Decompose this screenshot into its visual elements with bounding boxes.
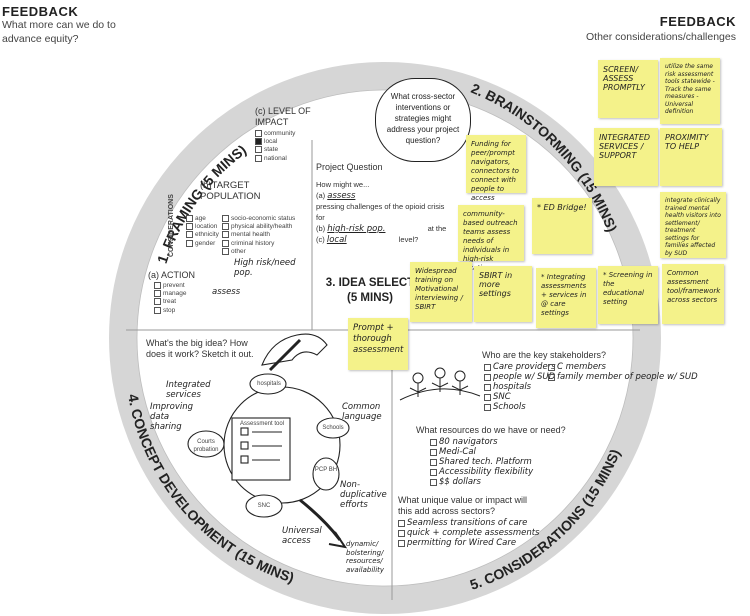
stakeholder-1[interactable]: Care providers xyxy=(484,362,556,372)
option-other[interactable]: other xyxy=(222,247,295,256)
option-state[interactable]: state xyxy=(255,146,325,154)
target-population-col1: age location ethnicity gender xyxy=(186,215,219,248)
idea-sticky[interactable]: Prompt + thorough assessment xyxy=(348,318,408,370)
target-population-col2: socio-economic status physical ability/h… xyxy=(222,215,295,256)
stakeholder-7[interactable]: family member of people w/ SUD xyxy=(548,372,698,382)
node-pcp: PCP BH xyxy=(314,467,338,473)
option-national[interactable]: national xyxy=(255,154,325,163)
option-age[interactable]: age xyxy=(186,215,219,223)
brainstorm-sticky-7[interactable]: * Screening in the educational setting xyxy=(598,266,658,324)
level-of-impact-title: (c) LEVEL OF IMPACT xyxy=(255,106,311,127)
value-1[interactable]: Seamless transitions of care xyxy=(398,518,539,528)
node-hospitals: hospitals xyxy=(257,381,281,387)
resources-list: 80 navigators Medi-Cal Shared tech. Plat… xyxy=(430,437,533,487)
option-ses[interactable]: socio-economic status xyxy=(222,215,295,223)
stakeholder-6[interactable]: C members xyxy=(548,362,698,372)
brainstorm-sticky-1[interactable]: Funding for peer/prompt navigators, conn… xyxy=(466,135,526,202)
stakeholders-col2: C members family member of people w/ SUD xyxy=(548,362,698,382)
concept-note-integrated: Integrated services xyxy=(166,380,211,400)
concept-note-universal: Universal access xyxy=(282,526,322,546)
stakeholders-question: Who are the key stakeholders? xyxy=(482,350,607,360)
pq-level-answer: local xyxy=(326,235,347,245)
stakeholders-col1: Care providers people w/ SUD hospitals S… xyxy=(484,362,556,412)
option-treat[interactable]: treat xyxy=(154,298,187,306)
resources-question: What resources do we have or need? xyxy=(416,425,566,435)
feedback-sticky-4[interactable]: PROXIMITY TO HELP xyxy=(660,128,722,186)
considerations-label: CONSIDERATIONS xyxy=(168,194,175,257)
concept-note-nonduplicative: Non-duplicative efforts xyxy=(340,480,387,510)
value-list: Seamless transitions of care quick + com… xyxy=(398,518,539,548)
option-location[interactable]: location xyxy=(186,223,219,231)
option-ethnicity[interactable]: ethnicity xyxy=(186,231,219,239)
concept-note-data-sharing: Improving data sharing xyxy=(150,402,194,432)
stakeholder-3[interactable]: hospitals xyxy=(484,382,556,392)
idea-select-title: 3. IDEA SELECT (5 MINS) xyxy=(325,277,415,304)
target-population-note: High risk/need pop. xyxy=(234,258,296,278)
option-manage[interactable]: manage xyxy=(154,290,187,298)
feedback-right-title: FEEDBACK xyxy=(659,14,736,29)
pq-line1: How might we... xyxy=(316,180,370,189)
feedback-left-subtitle: What more can we do to advance equity? xyxy=(2,19,116,45)
node-schools: Schools xyxy=(322,425,344,431)
pq-line3: pressing challenges of the opioid crisis… xyxy=(316,202,445,222)
resource-1[interactable]: 80 navigators xyxy=(430,437,533,447)
concept-sketch xyxy=(187,333,350,549)
wheel-ring xyxy=(109,62,661,614)
stakeholder-sketch xyxy=(399,367,481,401)
value-question: What unique value or impact will this ad… xyxy=(398,495,528,516)
brainstorm-sticky-6[interactable]: * Integrating assessments + services in … xyxy=(536,268,596,328)
action-note: assess xyxy=(212,287,241,297)
resource-4[interactable]: Accessibility flexibility xyxy=(430,467,533,477)
option-mental[interactable]: mental health xyxy=(222,231,295,239)
option-local[interactable]: local xyxy=(255,138,325,146)
value-3[interactable]: permitting for Wired Care xyxy=(398,538,539,548)
option-community[interactable]: community xyxy=(255,130,325,138)
brainstorm-prompt-bubble: What cross-sector interventions or strat… xyxy=(375,78,471,162)
feedback-sticky-1[interactable]: SCREEN/ ASSESS PROMPTLY xyxy=(598,60,658,118)
level-of-impact-options: community local state national xyxy=(255,130,325,163)
option-gender[interactable]: gender xyxy=(186,239,219,248)
level-of-impact: (c) LEVEL OF IMPACT community local stat… xyxy=(255,106,325,163)
resource-2[interactable]: Medi-Cal xyxy=(430,447,533,457)
brainstorm-sticky-3[interactable]: * ED Bridge! xyxy=(532,198,592,254)
feedback-right-subtitle: Other considerations/challenges xyxy=(585,31,736,43)
stakeholder-4[interactable]: SNC xyxy=(484,392,556,402)
concept-note-resources: dynamic/ bolstering/ resources/ availabi… xyxy=(346,540,385,574)
value-2[interactable]: quick + complete assessments xyxy=(398,528,539,538)
feedback-sticky-3[interactable]: INTEGRATED SERVICES / SUPPORT xyxy=(594,128,658,186)
concept-note-common-language: Common language xyxy=(342,402,382,422)
pq-population-answer: high-risk pop. xyxy=(327,224,386,234)
stakeholder-2[interactable]: people w/ SUD xyxy=(484,372,556,382)
feedback-sticky-6[interactable]: Common assessment tool/framework across … xyxy=(662,264,724,324)
stakeholder-5[interactable]: Schools xyxy=(484,402,556,412)
option-criminal[interactable]: criminal history xyxy=(222,239,295,248)
target-population-title: (b)TARGET POPULATION xyxy=(200,180,261,202)
resource-5[interactable]: $$ dollars xyxy=(430,477,533,487)
brainstorm-sticky-2[interactable]: community-based outreach teams assess ne… xyxy=(458,205,524,272)
resource-3[interactable]: Shared tech. Platform xyxy=(430,457,533,467)
node-courts: Courts probation xyxy=(193,439,219,453)
concept-prompt: What's the big idea? How does it work? S… xyxy=(146,338,254,359)
brainstorm-sticky-5[interactable]: SBIRT in more settings xyxy=(474,266,532,322)
option-stop[interactable]: stop xyxy=(154,306,187,315)
project-question: Project Question How might we... (a) ass… xyxy=(316,162,451,245)
feedback-left-title: FEEDBACK xyxy=(2,4,79,19)
project-question-title: Project Question xyxy=(316,162,383,172)
option-prevent[interactable]: prevent xyxy=(154,282,187,290)
node-snc: SNC xyxy=(257,503,271,509)
feedback-sticky-5[interactable]: integrate clinically trained mental heal… xyxy=(660,192,726,258)
action-options: prevent manage treat stop xyxy=(154,282,187,315)
brainstorm-sticky-4[interactable]: Widespread training on Motivational inte… xyxy=(410,262,472,322)
node-assessment-tool: Assessment tool xyxy=(239,421,285,427)
feedback-sticky-2[interactable]: utilize the same risk assessment tools s… xyxy=(660,58,720,124)
pq-action-answer: assess xyxy=(327,191,356,201)
action-title: (a) ACTION xyxy=(148,270,196,280)
option-physical[interactable]: physical ability/health xyxy=(222,223,295,231)
